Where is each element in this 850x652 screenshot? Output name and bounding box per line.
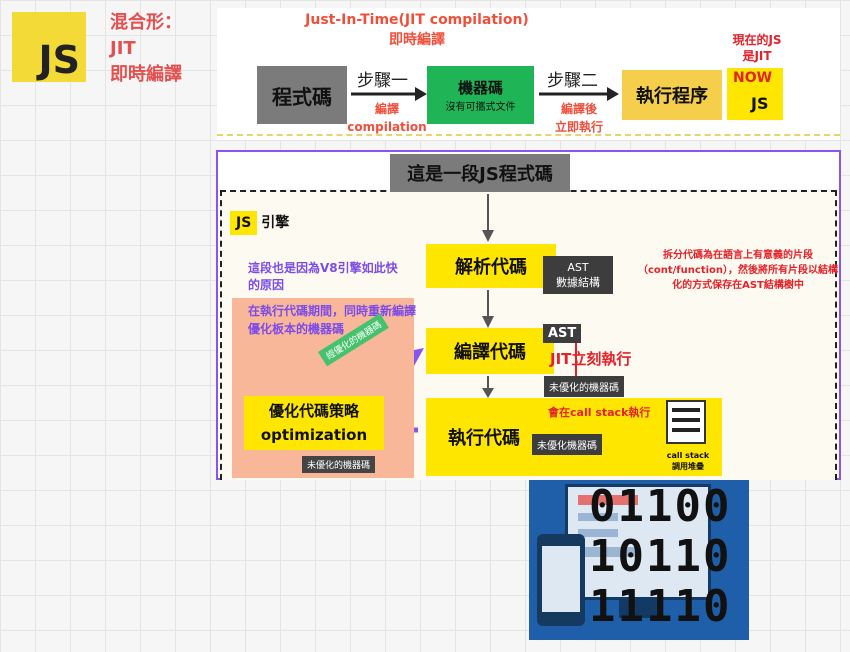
divider-line xyxy=(217,134,840,136)
execute-code-label: 執行代碼 xyxy=(448,428,520,449)
machine-code-label: 機器碼 xyxy=(457,79,503,97)
unoptimized-machine-code-2: 未優化機器碼 xyxy=(532,434,602,455)
step1-desc-2: compilation xyxy=(347,120,427,134)
machine-code-note: 沒有可攜式文件 xyxy=(445,102,516,113)
ast-data-structure: AST 數據結構 xyxy=(543,256,613,294)
step1-arrow xyxy=(351,87,427,101)
code-snippet-box: 這是一段JS程式碼 xyxy=(390,154,570,192)
monitor-bar-4 xyxy=(578,547,638,557)
stack-bar-3 xyxy=(672,428,700,432)
step2-desc-1: 編譯後 xyxy=(560,102,597,116)
ast-subtitle: 數據結構 xyxy=(556,276,600,289)
optimization-title-2: optimization xyxy=(260,426,368,444)
hybrid-label-line1: 混合形： xyxy=(110,12,182,33)
machine-code-box: 機器碼 沒有可攜式文件 xyxy=(427,66,534,124)
callstack-note: 會在call stack執行 xyxy=(548,406,651,419)
ast-label: AST xyxy=(543,324,582,343)
step2-arrow xyxy=(539,87,619,101)
step1-desc: 編譯 compilation xyxy=(337,100,437,136)
monitor-bar-3 xyxy=(578,529,618,537)
binary-line2: 10110 xyxy=(589,531,732,582)
monitor-bar-2 xyxy=(578,513,618,521)
binary-digits: 01100 10110 11110 xyxy=(589,482,731,632)
js-logo: JS xyxy=(12,12,86,82)
now-js-caption-2: 是JIT xyxy=(742,49,772,63)
call-stack-icon xyxy=(666,400,706,444)
arrow-code-parse xyxy=(482,230,494,242)
parse-note: 拆分代碼為在語言上有意義的片段（cont/function），然後將所有片段以結… xyxy=(637,250,839,291)
jit-run-label: JIT立刻執行 xyxy=(550,350,632,368)
binary-line3: 11110 xyxy=(589,581,732,632)
hybrid-label-line2: JIT xyxy=(110,38,136,59)
stack-bar-2 xyxy=(672,418,700,422)
ast-title: AST xyxy=(567,261,589,274)
js-label: JS xyxy=(751,94,769,113)
monitor-bar-1 xyxy=(578,495,638,505)
phone-screen xyxy=(542,546,580,612)
parse-code-step: 解析代碼 xyxy=(426,244,556,288)
step2-label: 步驟二 xyxy=(547,71,598,91)
call-stack-label: call stack 調用堆疊 xyxy=(660,450,716,472)
now-label: NOW xyxy=(733,70,773,86)
js-engine-highlight: JS xyxy=(230,211,258,235)
js-logo-text: JS xyxy=(38,38,80,82)
optimization-strategy-box: 優化代碼策略 optimization xyxy=(244,396,384,450)
source-code-box: 程式碼 xyxy=(257,66,347,124)
step2-desc-2: 立即執行 xyxy=(554,120,603,134)
optimization-title-1: 優化代碼策略 xyxy=(268,402,359,420)
hybrid-label-line3: 即時編譯 xyxy=(110,64,182,85)
stack-bar-1 xyxy=(672,408,700,412)
now-js-caption: 現在的JS 是JIT xyxy=(707,32,807,64)
jit-overview-panel: Just-In-Time(JIT compilation) 即時編譯 程式碼 步… xyxy=(217,8,840,140)
call-stack-label-1: call stack xyxy=(666,451,710,460)
step1-desc-1: 編譯 xyxy=(374,102,399,116)
unoptimized-machine-code-1: 未優化的機器碼 xyxy=(544,376,624,397)
hybrid-label: 混合形： JIT 即時編譯 xyxy=(110,10,182,88)
arrow-compile-execute xyxy=(482,388,494,398)
js-engine-text: 引擎 xyxy=(261,215,290,231)
execute-program-box: 執行程序 xyxy=(622,70,722,120)
phone-graphic xyxy=(537,534,585,626)
compile-code-step: 編譯代碼 xyxy=(426,328,554,374)
monitor-stand xyxy=(619,598,659,618)
recompile-note: 在執行代碼期間，同時重新編譯優化板本的機器碼 xyxy=(248,304,417,336)
jit-title: Just-In-Time(JIT compilation) xyxy=(305,12,529,28)
jit-subtitle: 即時編譯 xyxy=(389,32,445,48)
now-js-caption-1: 現在的JS xyxy=(732,33,782,47)
arrow-parse-compile xyxy=(482,316,494,328)
unoptimized-machine-code-3: 未優化的機器碼 xyxy=(302,456,376,473)
monitor-graphic xyxy=(565,484,711,600)
v8-note: 這段也是因為V8引擎如此快的原因 xyxy=(248,261,398,292)
jit-header: Just-In-Time(JIT compilation) 即時編譯 xyxy=(217,10,617,50)
call-stack-label-2: 調用堆疊 xyxy=(672,462,704,471)
step2-desc: 編譯後 立即執行 xyxy=(529,100,629,136)
binary-computer-illustration: 01100 10110 11110 xyxy=(529,480,749,640)
now-js-badge: NOW JS xyxy=(727,68,783,120)
step1-label: 步驟一 xyxy=(357,71,408,91)
binary-line1: 01100 xyxy=(589,481,732,532)
